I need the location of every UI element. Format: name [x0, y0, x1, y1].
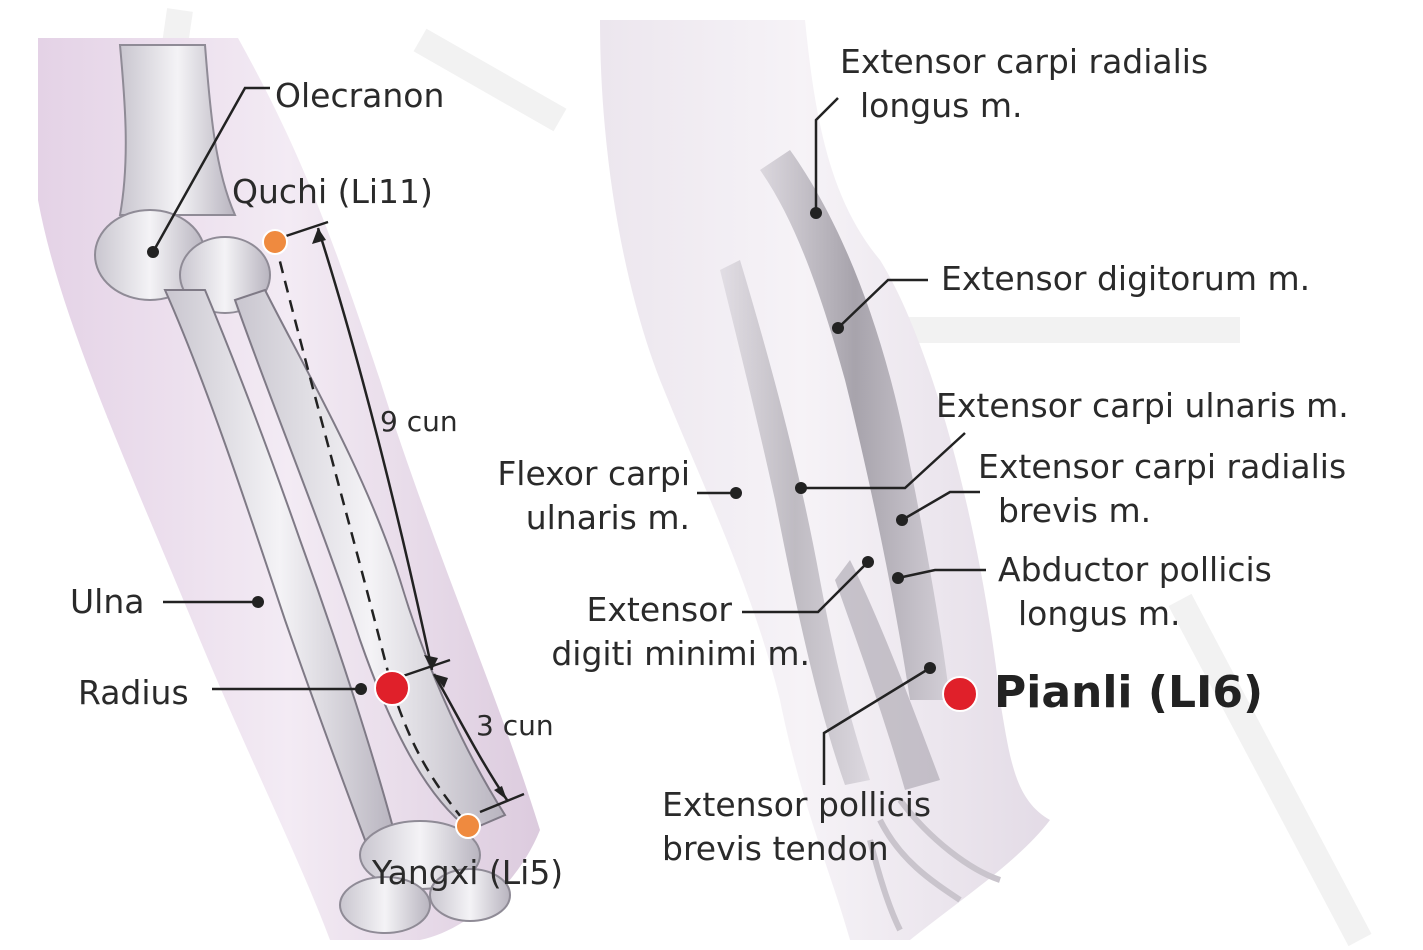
olecranon-leader	[151, 86, 270, 253]
ecrb-anchor	[896, 514, 908, 526]
ecrl-anchor	[810, 207, 822, 219]
extensor-digitorum-anchor	[832, 322, 844, 334]
ecu-leader	[801, 432, 966, 490]
nine-cun-arc	[316, 227, 434, 671]
extensor-digitorum-leader	[837, 278, 928, 329]
epb-anchor	[924, 662, 936, 674]
left-arm	[38, 38, 540, 940]
edm-label: Extensor digiti minimi m.	[510, 588, 810, 676]
apl-leader	[897, 568, 986, 580]
yangxi-label: Yangxi (Li5)	[372, 853, 564, 892]
right-anchor-dots	[730, 207, 936, 674]
epb-label: Extensor pollicis brevis tendon	[662, 783, 931, 871]
edm-anchor	[862, 556, 874, 568]
ecu-anchor	[795, 482, 807, 494]
pianli-acupoint-right	[942, 676, 978, 712]
ecrb-leader	[901, 490, 980, 522]
fcu-label: Flexor carpi ulnaris m.	[468, 452, 690, 540]
ecrb-label-line2: brevis m.	[998, 491, 1152, 530]
ecrl-label: Extensor carpi radialis longus m.	[840, 40, 1208, 128]
apl-anchor	[892, 572, 904, 584]
apl-label-line1: Abductor pollicis	[998, 550, 1272, 589]
ecrl-leader	[814, 97, 839, 213]
nine-cun-tick-bottom	[399, 658, 451, 679]
fcu-anchor	[730, 487, 742, 499]
three-cun-arc	[432, 673, 509, 801]
left-arrowheads	[312, 228, 507, 800]
ecrb-label: Extensor carpi radialis brevis m.	[978, 445, 1346, 533]
ecu-label: Extensor carpi ulnaris m.	[936, 386, 1349, 425]
three-cun-tick-bottom	[479, 792, 525, 814]
ulna-anchor	[252, 596, 264, 608]
pianli-label: Pianli (LI6)	[994, 667, 1264, 718]
left-anchor-dots	[147, 246, 367, 695]
three-cun-label: 3 cun	[476, 709, 554, 742]
olecranon-anchor	[147, 246, 159, 258]
apl-label-line2: longus m.	[1018, 594, 1181, 633]
edm-label-line2: digiti minimi m.	[551, 634, 810, 673]
olecranon-label: Olecranon	[275, 76, 445, 115]
epb-label-line1: Extensor pollicis	[662, 785, 932, 824]
fcu-label-line1: Flexor carpi	[497, 454, 690, 493]
meridian-dashed-line	[273, 241, 469, 827]
quchi-label: Quchi (Li11)	[232, 172, 433, 211]
right-arm	[600, 20, 1050, 940]
edm-label-line1: Extensor	[586, 590, 733, 629]
pianli-acupoint-left	[374, 670, 410, 706]
nine-cun-label: 9 cun	[380, 405, 458, 438]
left-leaders	[151, 86, 525, 827]
radius-anchor	[355, 683, 367, 695]
yangxi-acupoint	[455, 813, 481, 839]
fcu-label-line2: ulnaris m.	[525, 498, 690, 537]
radius-label: Radius	[78, 673, 189, 712]
ecrl-label-line2: longus m.	[860, 86, 1023, 125]
nine-cun-tick-top	[285, 220, 329, 238]
ulna-label: Ulna	[70, 582, 145, 621]
quchi-acupoint	[262, 229, 288, 255]
ecrl-label-line1: Extensor carpi radialis	[840, 42, 1209, 81]
apl-label: Abductor pollicis longus m.	[998, 548, 1272, 636]
edm-leader	[742, 561, 869, 614]
ecrb-label-line1: Extensor carpi radialis	[978, 447, 1347, 486]
epb-leader	[822, 666, 931, 785]
right-leaders	[697, 97, 986, 785]
extensor-digitorum-label: Extensor digitorum m.	[941, 259, 1311, 298]
epb-label-line2: brevis tendon	[662, 829, 889, 868]
